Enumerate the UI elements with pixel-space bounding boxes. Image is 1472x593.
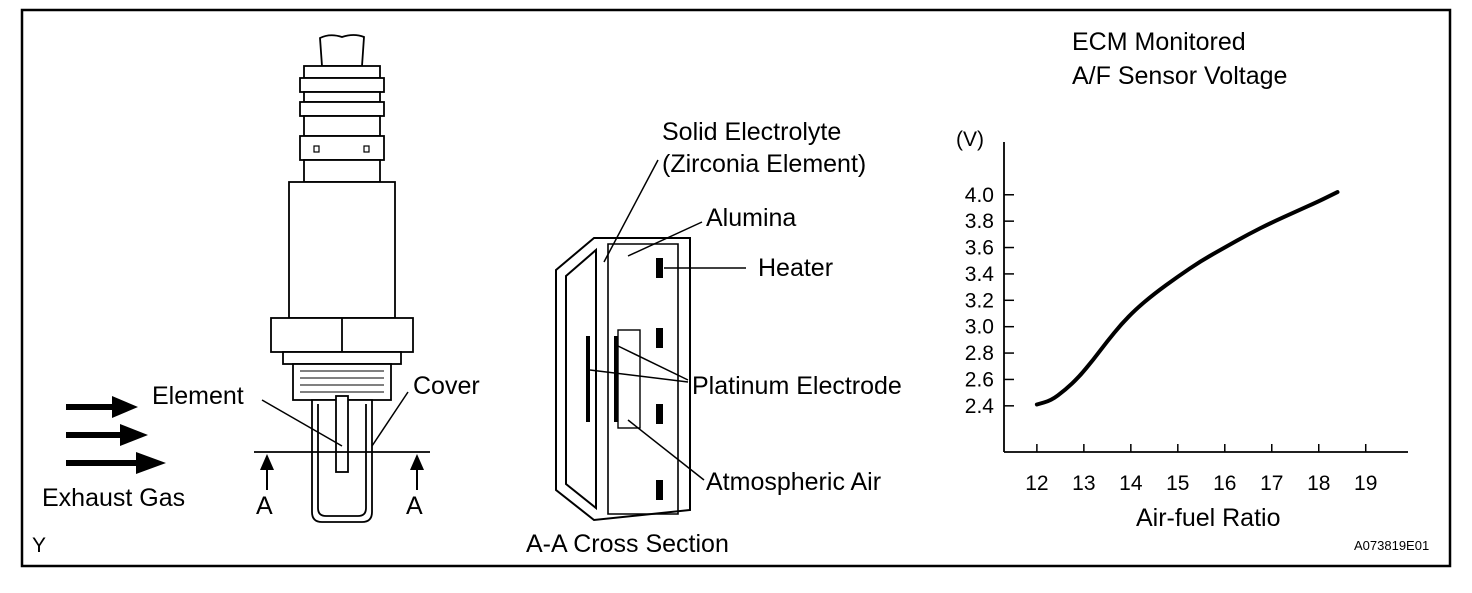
sensor-wire-stub — [319, 34, 365, 67]
platinum-electrode-inner — [614, 336, 618, 422]
cover-label: Cover — [413, 372, 480, 400]
atmospheric-air-label: Atmospheric Air — [706, 468, 881, 496]
electrodes — [586, 336, 618, 422]
exhaust-gas-label: Exhaust Gas — [42, 484, 185, 512]
x-tick-label: 16 — [1213, 472, 1236, 495]
x-tick-label: 17 — [1260, 472, 1283, 495]
solid-electrolyte-label-2: (Zirconia Element) — [662, 150, 866, 178]
alumina-label: Alumina — [706, 204, 796, 232]
alumina-leader — [627, 221, 703, 257]
x-tick-label: 14 — [1119, 472, 1143, 495]
sensor-thread — [292, 363, 392, 401]
figure-frame — [20, 8, 1452, 568]
cross-section-outer-layer — [565, 247, 597, 511]
chart-y-ticks: 2.4 2.6 2.8 3.0 3.2 3.4 3.6 3.8 4.0 — [965, 184, 1014, 418]
section-arrow-right — [410, 454, 424, 490]
sensor-ring — [303, 115, 381, 137]
chart-title-line-1: ECM Monitored — [1072, 28, 1246, 56]
chart-series-layer — [1034, 190, 1340, 407]
y-tick-label: 4.0 — [965, 184, 994, 207]
x-tick-label: 15 — [1166, 472, 1189, 495]
sensor-gasket — [282, 351, 402, 365]
x-tick-label: 12 — [1025, 472, 1048, 495]
sensor-ring — [303, 159, 381, 183]
sensor-ring — [299, 135, 385, 161]
solid-electrolyte-leader — [603, 159, 659, 263]
sensor-element — [335, 395, 349, 473]
y-tick-label: 2.6 — [965, 368, 994, 391]
x-tick-label: 13 — [1072, 472, 1095, 495]
platinum-electrode-outer — [586, 336, 590, 422]
cross-section-caption: A-A Cross Section — [526, 530, 729, 558]
sensor-housing — [288, 181, 396, 319]
section-arrow-left — [260, 454, 274, 490]
chart-ylabel: (V) — [956, 128, 984, 151]
sensor-ring — [299, 77, 385, 93]
y-tick-label: 3.6 — [965, 237, 994, 260]
sensor-ring — [299, 101, 385, 117]
exhaust-flow-arrows — [66, 396, 166, 474]
sensor-ring — [303, 91, 381, 103]
x-tick-label: 19 — [1354, 472, 1377, 495]
heater-label: Heater — [758, 254, 833, 282]
element-label: Element — [152, 382, 244, 410]
chart-x-ticks: 12 13 14 15 16 17 18 19 — [1025, 444, 1377, 495]
x-tick-label: 18 — [1307, 472, 1330, 495]
solid-electrolyte-label-1: Solid Electrolyte — [662, 118, 841, 146]
sensor-ring-marks — [313, 145, 370, 153]
y-tick-label: 2.4 — [965, 395, 995, 418]
sensor-ring — [303, 65, 381, 79]
atmospheric-air-leader — [627, 419, 705, 481]
corner-mark: Y — [32, 534, 46, 557]
electrode-leader-inner — [617, 345, 689, 381]
cross-section-leaders — [589, 159, 746, 481]
y-tick-label: 2.8 — [965, 342, 994, 365]
cross-section-drawing — [555, 237, 691, 522]
heater-elements — [656, 258, 663, 500]
atmospheric-air-chamber — [617, 329, 641, 429]
y-tick-label: 3.0 — [965, 316, 994, 339]
section-label-a-right: A — [406, 492, 423, 520]
section-label-a-left: A — [256, 492, 273, 520]
platinum-electrode-label: Platinum Electrode — [692, 372, 902, 400]
y-tick-label: 3.4 — [965, 263, 995, 286]
sensor-cover-inner — [317, 404, 367, 517]
af-sensor-drawing — [270, 34, 414, 523]
element-leader — [261, 399, 343, 447]
chart-title-line-2: A/F Sensor Voltage — [1072, 62, 1287, 90]
voltage-curve — [1034, 190, 1340, 407]
chart-xlabel: Air-fuel Ratio — [1136, 504, 1281, 532]
figure-id: A073819E01 — [1354, 538, 1429, 553]
electrode-leader-outer — [589, 369, 689, 383]
cover-leader — [371, 391, 409, 447]
y-tick-label: 3.2 — [965, 289, 994, 312]
y-tick-label: 3.8 — [965, 210, 994, 233]
